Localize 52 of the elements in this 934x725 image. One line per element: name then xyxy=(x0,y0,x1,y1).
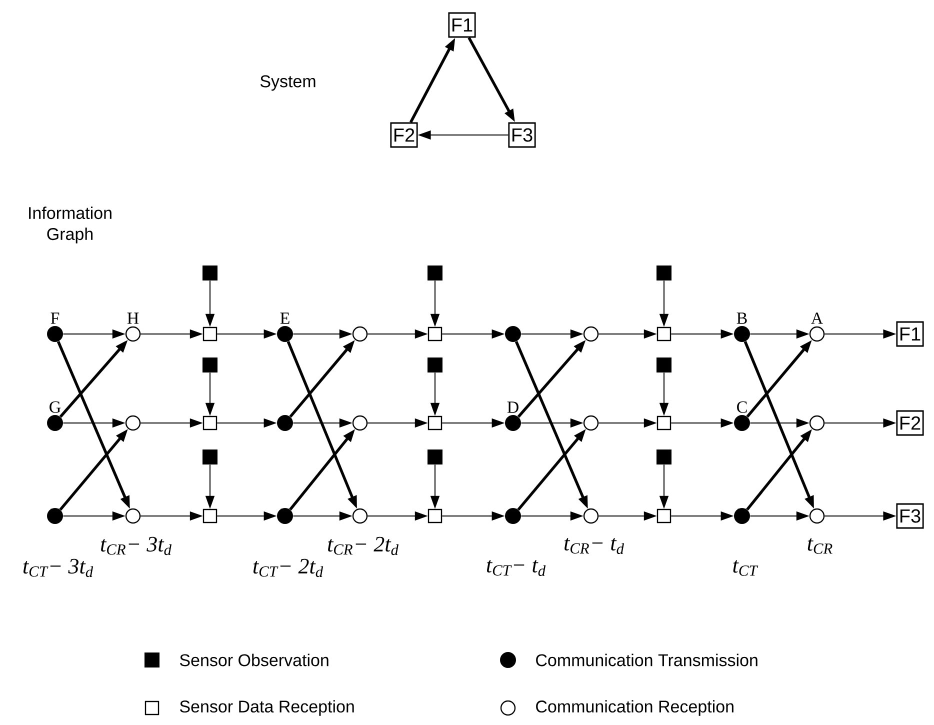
heading-label: System xyxy=(260,75,316,91)
observation-square xyxy=(656,266,672,280)
point-label: G xyxy=(50,401,61,413)
point-label: E xyxy=(280,312,290,324)
observation-square xyxy=(428,450,442,464)
reception-circle xyxy=(583,326,599,342)
legend-text: Communication Reception xyxy=(536,700,734,716)
reception-circle xyxy=(125,415,141,431)
observation-square xyxy=(202,358,218,372)
reception-square xyxy=(428,326,442,342)
reception-square xyxy=(656,416,672,430)
point-label: H xyxy=(127,312,139,324)
point-label: C xyxy=(737,401,747,413)
reception-circle xyxy=(809,415,825,431)
legend-text: Sensor Observation xyxy=(180,654,328,666)
time-label: t$_{CT}$− 2t$_{d}$ xyxy=(253,558,324,578)
observation-square xyxy=(428,266,442,280)
time-label: t$_{CT}$− t$_{d}$ xyxy=(486,560,546,576)
point-label: F xyxy=(50,312,60,324)
time-label: t$_{CT}$− 3t$_{d}$ xyxy=(23,558,94,578)
observation-square xyxy=(428,358,442,372)
observation-square xyxy=(202,450,218,464)
reception-square xyxy=(202,508,218,524)
reception-square xyxy=(656,326,672,342)
reception-circle xyxy=(352,326,368,342)
reception-square xyxy=(656,508,672,524)
reception-square xyxy=(428,416,442,430)
reception-square xyxy=(428,508,442,524)
agent-box: F1 xyxy=(896,321,924,347)
time-label: t$_{CR}$− t$_{d}$ xyxy=(564,538,624,554)
agent-box: F3 xyxy=(508,122,536,148)
time-label: t$_{CT}$ xyxy=(733,560,758,576)
time-label: t$_{CR}$− 2t$_{d}$ xyxy=(328,536,399,556)
point-label: A xyxy=(811,312,824,324)
agent-box: F1 xyxy=(448,12,476,38)
time-label: t$_{CR}$ xyxy=(808,538,832,554)
reception-square xyxy=(202,416,218,430)
point-label: B xyxy=(736,312,747,324)
observation-square xyxy=(656,358,672,372)
heading-label: Information Graph xyxy=(29,206,112,244)
reception-circle xyxy=(352,415,368,431)
reception-square xyxy=(202,326,218,342)
time-label: t$_{CR}$− 3t$_{d}$ xyxy=(101,536,172,556)
agent-box: F2 xyxy=(390,122,418,148)
legend-text: Communication Transmission xyxy=(536,654,758,666)
legend-text: Sensor Data Reception xyxy=(180,700,354,716)
observation-square xyxy=(202,266,218,280)
reception-circle xyxy=(583,415,599,431)
observation-square xyxy=(656,450,672,464)
agent-box: F2 xyxy=(896,410,924,436)
point-label: D xyxy=(507,402,518,413)
agent-box: F3 xyxy=(896,503,924,529)
